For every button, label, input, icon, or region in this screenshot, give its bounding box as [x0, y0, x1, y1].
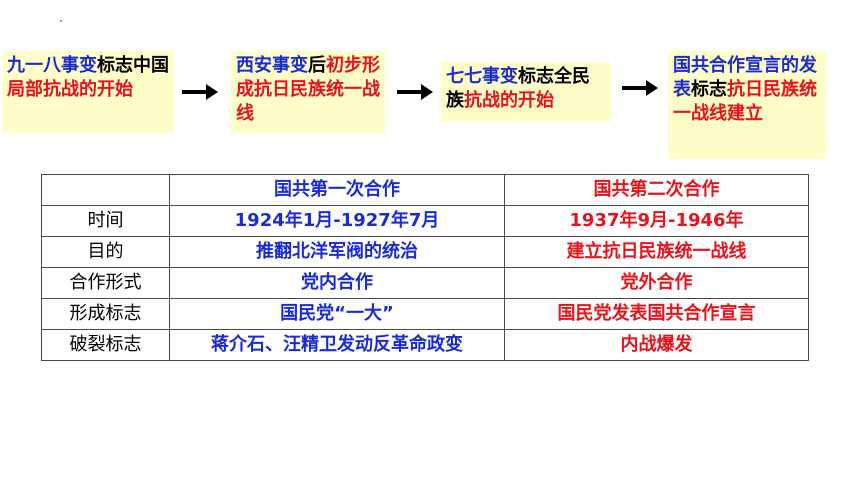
flow-text-segment: 后: [308, 55, 326, 76]
flow-box-marco-polo-bridge-incident: 七七事变标志全民族抗战的开始: [441, 62, 611, 122]
row-label-cell: 目的: [41, 236, 170, 268]
flow-text-segment: 九一八事变: [7, 55, 97, 76]
table-cell: 建立抗日民族统一战线: [504, 236, 809, 268]
flow-text-segment: 抗日民族统一战线建立: [673, 79, 817, 124]
flow-box-mukden-incident: 九一八事变标志中国局部抗战的开始: [2, 51, 174, 133]
table-row: 形成标志国民党“一大”国民党发表国共合作宣言: [41, 298, 809, 330]
arrow-right-icon: [622, 80, 658, 96]
flow-box-kmt-cpc-declaration: 国共合作宣言的发表标志抗日民族统一战线建立: [668, 51, 826, 159]
table-header-cell: 国共第二次合作: [504, 174, 809, 206]
table-row: 破裂标志蒋介石、汪精卫发动反革命政变内战爆发: [41, 329, 809, 361]
table-cell: 1937年9月-1946年: [504, 205, 809, 237]
table-row: 目的推翻北洋军阀的统治建立抗日民族统一战线: [41, 236, 809, 268]
flow-box-xian-incident: 西安事变后初步形成抗日民族统一战线: [231, 51, 385, 133]
table-row: 合作形式党内合作党外合作: [41, 267, 809, 299]
decorative-dot: [60, 20, 62, 22]
flow-text-segment: 标志: [691, 79, 727, 100]
table-cell: 推翻北洋军阀的统治: [169, 236, 505, 268]
row-label-cell: 形成标志: [41, 298, 170, 330]
flow-text-segment: 抗战的开始: [464, 90, 554, 111]
table-cell: 国民党发表国共合作宣言: [504, 298, 809, 330]
flow-text-segment: 局部抗战的开始: [7, 79, 133, 100]
table-header-cell: [41, 174, 170, 206]
flow-text-segment: 初步形成抗日民族统一战线: [236, 55, 380, 124]
arrow-right-icon: [182, 84, 218, 100]
table-cell: 党外合作: [504, 267, 809, 299]
flow-text-segment: 西安事变: [236, 55, 308, 76]
table-cell: 党内合作: [169, 267, 505, 299]
table-header-row: 国共第一次合作国共第二次合作: [41, 174, 809, 206]
arrow-right-icon: [397, 84, 433, 100]
flow-text-segment: 国共合作宣言的发表: [673, 55, 817, 100]
row-label-cell: 破裂标志: [41, 329, 170, 361]
row-label-cell: 时间: [41, 205, 170, 237]
table-cell: 1924年1月-1927年7月: [169, 205, 505, 237]
flow-text-segment: 标志中国: [97, 55, 169, 76]
flow-text-segment: 标志全民族: [446, 66, 590, 111]
table-header-cell: 国共第一次合作: [169, 174, 505, 206]
table-cell: 蒋介石、汪精卫发动反革命政变: [169, 329, 505, 361]
table-cell: 国民党“一大”: [169, 298, 505, 330]
table-cell: 内战爆发: [504, 329, 809, 361]
row-label-cell: 合作形式: [41, 267, 170, 299]
flow-text-segment: 七七事变: [446, 66, 518, 87]
